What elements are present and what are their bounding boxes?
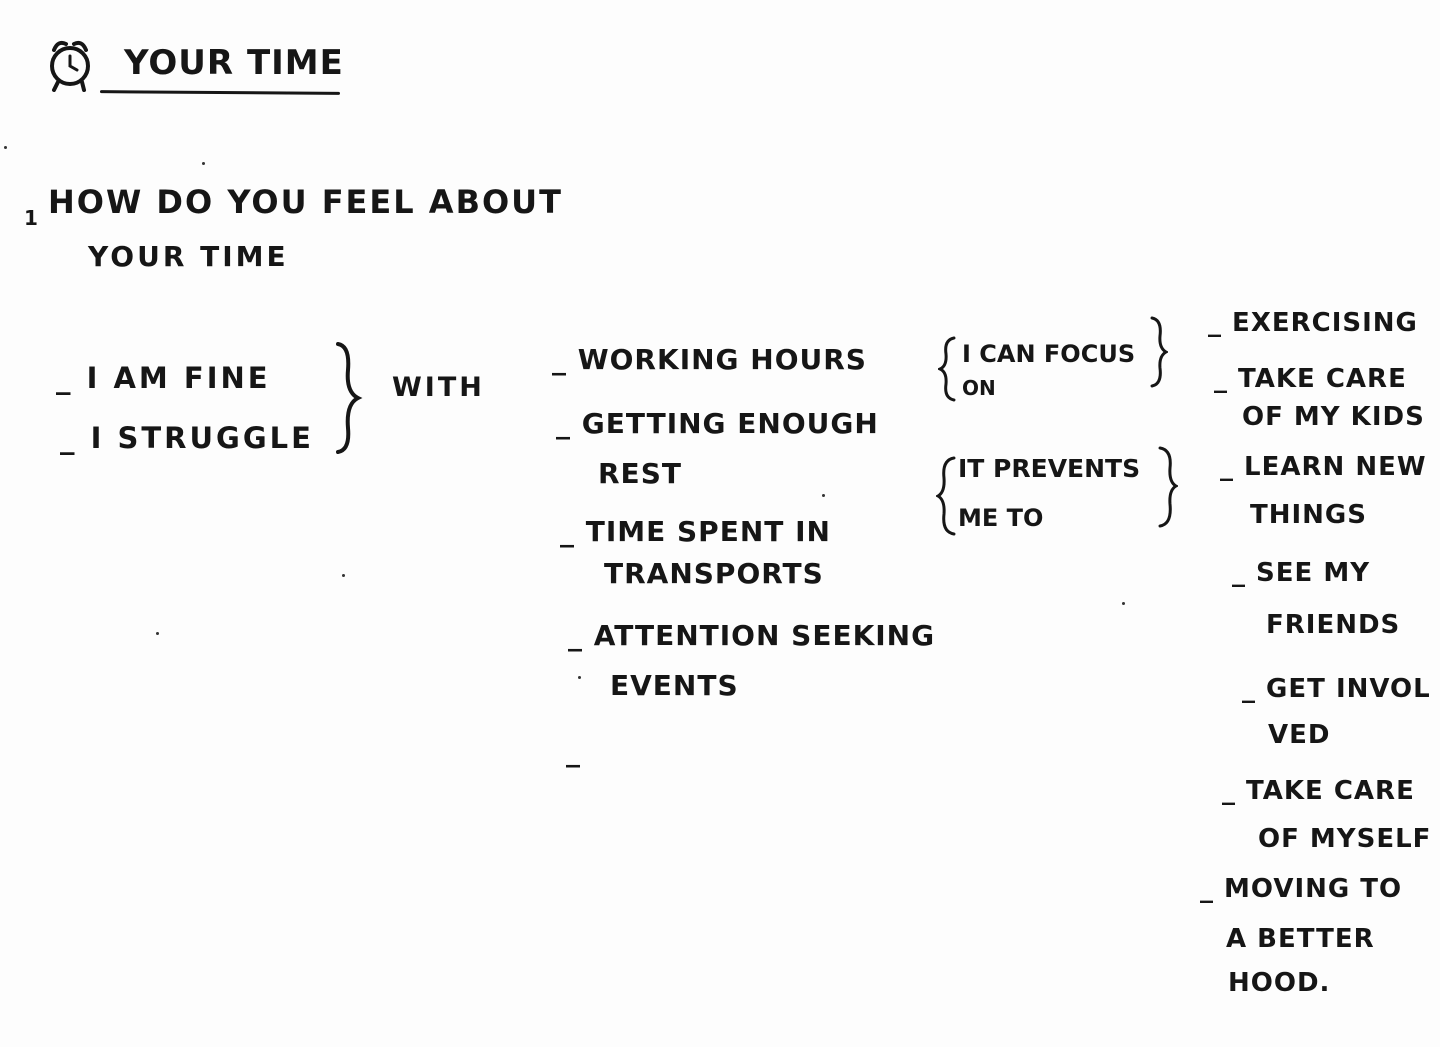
scan-speck bbox=[202, 162, 205, 165]
activity-moving-cont-2: HOOD. bbox=[1228, 968, 1331, 998]
factor-enough-rest-cont: REST bbox=[598, 457, 682, 490]
scan-speck bbox=[342, 574, 345, 577]
page-title: YOUR TIME bbox=[124, 43, 344, 83]
activity-exercising: _ EXERCISING bbox=[1208, 308, 1418, 338]
option-fine: _ I AM FINE bbox=[56, 361, 271, 395]
connector-with: WITH bbox=[392, 372, 485, 403]
activity-moving-cont: A BETTER bbox=[1226, 924, 1375, 954]
activity-myself: _ TAKE CARE bbox=[1222, 776, 1415, 806]
effect-2-right-brace bbox=[1158, 446, 1178, 528]
scan-speck bbox=[1122, 602, 1125, 605]
factor-empty-bullet: _ bbox=[566, 735, 581, 768]
scan-speck bbox=[4, 146, 7, 149]
activity-friends: _ SEE MY bbox=[1232, 558, 1371, 588]
activity-kids: _ TAKE CARE bbox=[1214, 364, 1407, 394]
alarm-clock-icon bbox=[50, 40, 90, 92]
scan-speck bbox=[822, 494, 825, 497]
question-number: 1 bbox=[24, 206, 40, 230]
factor-enough-rest: _ GETTING ENOUGH bbox=[556, 407, 879, 440]
effect-1-right-brace bbox=[1150, 316, 1168, 388]
factor-working-hours: _ WORKING HOURS bbox=[552, 343, 867, 376]
factor-transport-time-cont: TRANSPORTS bbox=[604, 557, 824, 590]
factor-transport-time: _ TIME SPENT IN bbox=[560, 515, 831, 548]
option-struggle: _ I STRUGGLE bbox=[60, 421, 314, 455]
activity-kids-cont: OF MY KIDS bbox=[1242, 402, 1425, 432]
question-line-1: HOW DO YOU FEEL ABOUT bbox=[48, 183, 563, 221]
activity-learn: _ LEARN NEW bbox=[1220, 452, 1427, 482]
activity-friends-cont: FRIENDS bbox=[1266, 610, 1401, 640]
activity-involved: _ GET INVOL bbox=[1242, 674, 1431, 704]
effect-can-focus: I CAN FOCUS bbox=[962, 340, 1136, 368]
activity-myself-cont: OF MYSELF bbox=[1258, 824, 1432, 854]
activity-involved-cont: VED bbox=[1268, 720, 1331, 750]
effect-1-left-brace bbox=[938, 336, 956, 402]
effect-prevents: IT PREVENTS bbox=[958, 454, 1141, 483]
effect-can-focus-cont: ON bbox=[962, 376, 996, 400]
factor-attention-events-cont: EVENTS bbox=[610, 669, 739, 702]
effect-prevents-cont: ME TO bbox=[958, 504, 1044, 532]
activity-moving: _ MOVING TO bbox=[1200, 874, 1403, 904]
activity-learn-cont: THINGS bbox=[1250, 500, 1367, 530]
effect-2-left-brace bbox=[936, 456, 956, 536]
options-right-brace bbox=[336, 342, 363, 454]
title-underline bbox=[99, 90, 341, 95]
question-line-2: YOUR TIME bbox=[88, 240, 289, 273]
factor-attention-events: _ ATTENTION SEEKING bbox=[568, 619, 936, 652]
scan-speck bbox=[578, 676, 581, 679]
scan-speck bbox=[156, 632, 159, 635]
